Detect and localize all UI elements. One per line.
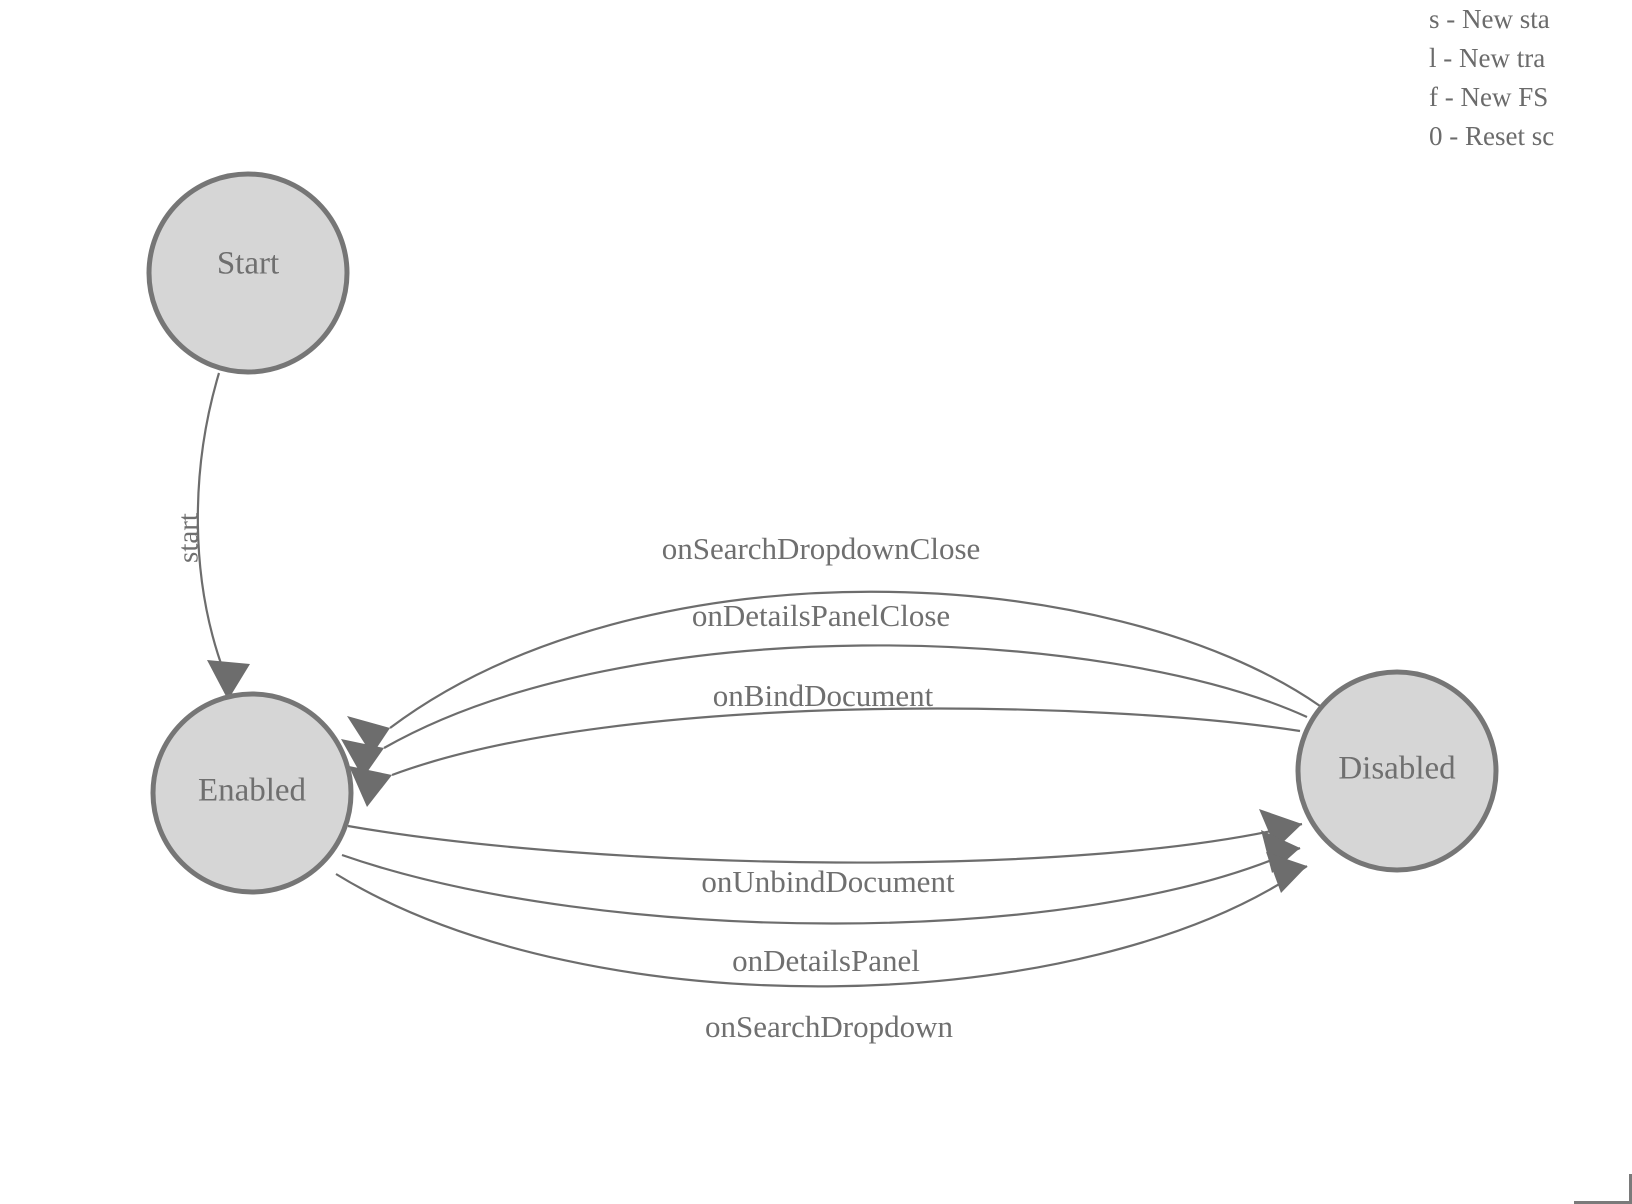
edge-enabled-to-disabled-search-dropdown[interactable] [335,852,1308,988]
node-enabled[interactable]: Enabled [150,691,354,895]
edge-label-details-panel: onDetailsPanel [732,943,920,978]
arrowhead-icon [347,716,390,755]
edge-disabled-to-enabled-search-dropdown-close[interactable] [347,590,1321,755]
edge-label-search-dropdown: onSearchDropdown [705,1009,953,1044]
edge-disabled-to-enabled-bind-document[interactable] [349,707,1301,807]
corner-horizontal-rule [1574,1201,1632,1204]
node-shape [146,171,350,375]
arrowhead-icon [1266,852,1307,893]
node-shape [150,691,354,895]
edge-path [347,822,1303,864]
edge-label-bind-document: onBindDocument [713,678,934,713]
edge-label-search-dropdown-close: onSearchDropdownClose [662,531,981,566]
edge-disabled-to-enabled-details-panel-close[interactable] [341,644,1308,778]
edge-path [389,590,1321,729]
edge-path [391,707,1301,777]
edge-path [196,372,226,673]
arrowhead-icon [349,766,392,807]
arrowhead-icon [341,739,384,778]
edge-label-start: start [173,513,205,563]
arrowhead-icon [1259,809,1302,849]
edge-path [341,847,1301,925]
edge-enabled-to-disabled-unbind-document[interactable] [347,809,1303,864]
arrowhead-icon [207,660,250,700]
edge-path [383,644,1308,749]
corner-vertical-rule [1629,1174,1632,1204]
resize-corner-marker[interactable] [1574,1174,1632,1204]
node-start[interactable]: Start [146,171,350,375]
node-shape [1295,669,1499,873]
node-label: Start [217,246,279,282]
node-label: Disabled [1338,751,1456,787]
node-disabled[interactable]: Disabled [1295,669,1499,873]
edge-path [335,865,1308,988]
node-label: Enabled [198,773,307,809]
edge-start-to-enabled[interactable] [196,372,250,700]
edge-label-unbind-document: onUnbindDocument [701,864,955,899]
edge-label-details-panel-close: onDetailsPanelClose [692,598,950,633]
